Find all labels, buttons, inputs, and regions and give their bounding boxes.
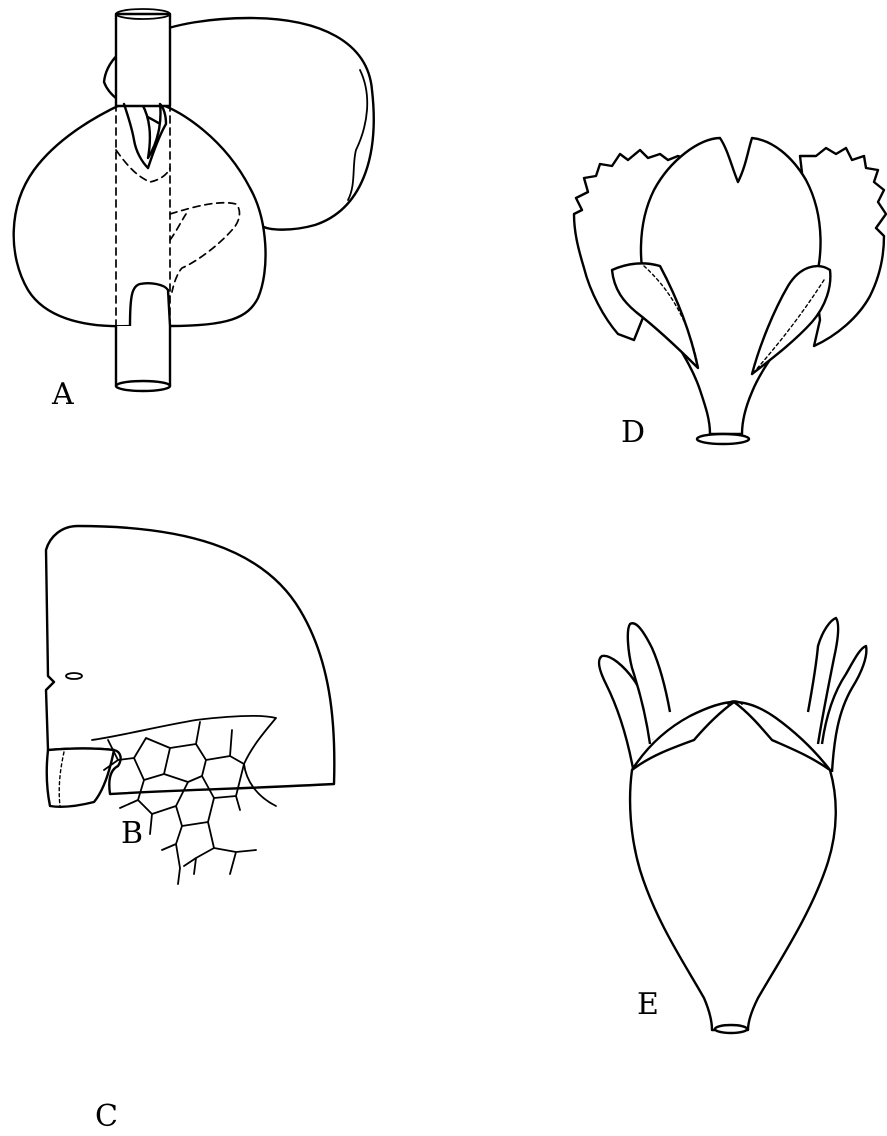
panel-b — [46, 526, 334, 807]
panel-e-base-opening — [715, 1025, 747, 1033]
panel-a-stem-bottom-end — [116, 381, 170, 391]
panel-d-label: D — [621, 415, 645, 450]
panel-a-stem-top — [116, 14, 170, 106]
panel-e — [599, 618, 866, 1033]
panel-a — [14, 9, 374, 391]
panel-e-label: E — [637, 987, 659, 1022]
panel-d-base-opening — [697, 434, 749, 444]
panel-c-label: C — [95, 1099, 118, 1134]
panel-d — [574, 138, 886, 444]
panel-b-label: B — [121, 816, 143, 851]
panel-b-stub — [47, 749, 114, 807]
panel-a-label: A — [51, 377, 74, 412]
panel-a-stem-bottom — [116, 326, 170, 386]
